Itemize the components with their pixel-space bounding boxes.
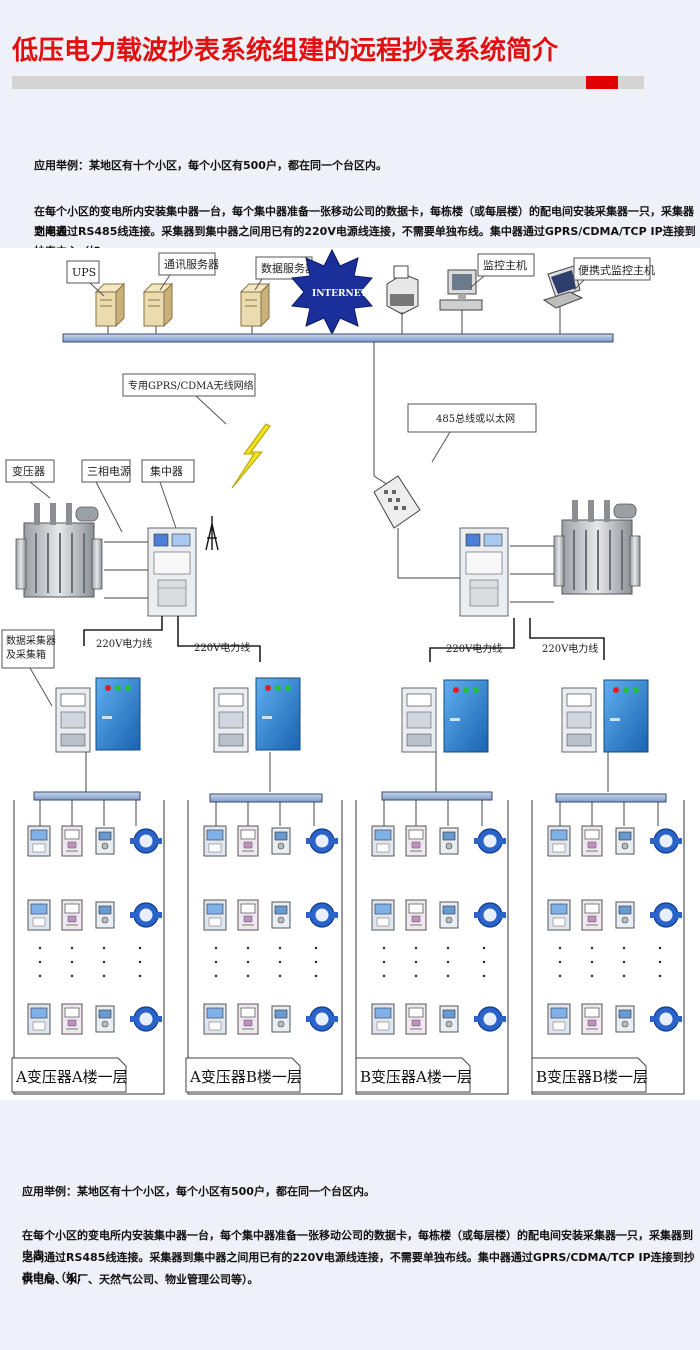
svg-text:INTERNET: INTERNET <box>312 289 368 299</box>
title-divider <box>12 76 644 89</box>
meter-group-b1 <box>372 800 506 1034</box>
power-line-label-2: 220V电力线 <box>194 641 250 654</box>
collector-label: 数据采集器及采集箱 <box>6 634 56 661</box>
page-title: 低压电力载波抄表系统组建的远程抄表系统简介 <box>12 36 559 66</box>
collector-box-b2 <box>561 679 649 753</box>
concentrator-label: 集中器 <box>150 464 183 478</box>
meter-group-a1 <box>28 800 162 1034</box>
gprs-label: 专用GPRS/CDMA无线网络 <box>128 379 254 392</box>
data-server-label: 数据服务器 <box>261 261 316 275</box>
outro-line-2: 在每个小区的变电所内安装集中器一台，每个集中器准备一张移动公司的数据卡，每栋楼（… <box>22 1229 693 1262</box>
comm-server-icon <box>143 283 173 327</box>
antenna-icon <box>205 516 219 551</box>
printer-icon <box>386 265 419 315</box>
group-label-b2: B变压器B楼一层 <box>536 1068 648 1086</box>
transformer-left <box>15 502 103 598</box>
transformer-label: 变压器 <box>12 464 45 478</box>
meter-group-a2 <box>204 802 338 1034</box>
outro-line-1: 应用举例：某地区有十个小区，每个小区有500户，都在同一个台区内。 <box>22 1185 375 1198</box>
collector-box-a1 <box>55 677 141 753</box>
comm-server-label: 通讯服务器 <box>164 258 219 271</box>
ups-label: UPS <box>72 266 96 279</box>
collector-box-b1 <box>401 679 489 753</box>
group-label-a1: A变压器A楼一层 <box>15 1068 128 1086</box>
concentrator-right <box>459 527 509 617</box>
wireless-lightning-icon <box>231 423 271 489</box>
monitor-host-icon <box>439 269 483 311</box>
three-phase-label: 三相电源 <box>87 464 131 478</box>
portable-host-label: 便携式监控主机 <box>578 263 655 277</box>
power-line-label-4: 220V电力线 <box>542 642 598 655</box>
outro-line-3: 之间通过RS485线连接。采集器到集中器之间用已有的220V电源线连接，不需要单… <box>22 1251 695 1284</box>
network-bus <box>62 333 614 343</box>
intro-line-2: 在每个小区的变电所内安装集中器一台，每个集中器准备一张移动公司的数据卡，每栋楼（… <box>34 205 694 238</box>
power-line-label-1: 220V电力线 <box>96 637 152 650</box>
concentrator-left <box>147 527 197 617</box>
ups-icon <box>95 283 125 327</box>
ethernet-label: 485总线或以太网 <box>436 412 515 425</box>
system-diagram: UPS 通讯服务器 数据服务器 INTERNET 监控主机 便携式监控主机 <box>0 248 700 1100</box>
monitor-host-label: 监控主机 <box>483 258 527 272</box>
laptop-icon <box>542 265 584 309</box>
outro-line-4: 供电局、水厂、天然气公司、物业管理公司等）。 <box>22 1273 259 1286</box>
network-switch-icon <box>373 475 421 529</box>
group-buses <box>33 791 667 803</box>
collector-box-a2 <box>213 677 301 753</box>
intro-line-1: 应用举例：某地区有十个小区，每个小区有500户，都在同一个台区内。 <box>34 159 387 172</box>
group-label-b1: B变压器A楼一层 <box>360 1068 472 1086</box>
group-label-a2: A变压器B楼一层 <box>189 1068 302 1086</box>
meter-group-b2 <box>548 802 682 1034</box>
transformer-right <box>553 499 641 595</box>
title-accent <box>586 76 618 89</box>
data-server-icon <box>240 283 270 327</box>
power-line-label-3: 220V电力线 <box>446 642 502 655</box>
